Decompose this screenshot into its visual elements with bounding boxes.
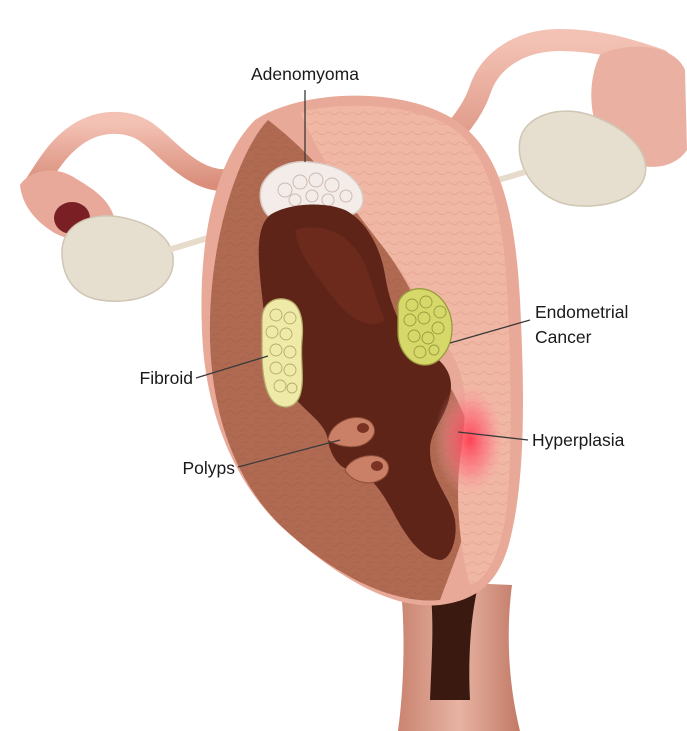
polyp-lower-tip <box>371 461 383 471</box>
label-fibroid: Fibroid <box>140 368 194 388</box>
polyp-upper-tip <box>357 423 369 433</box>
label-endometrial-line2: Cancer <box>535 327 592 347</box>
left-ovary-ligament <box>168 238 208 250</box>
label-endometrial-line1: Endometrial <box>535 302 628 322</box>
label-adenomyoma: Adenomyoma <box>251 64 359 84</box>
label-polyps: Polyps <box>182 458 235 478</box>
hyperplasia <box>434 382 506 498</box>
left-ovary <box>62 216 173 301</box>
label-hyperplasia: Hyperplasia <box>532 430 625 450</box>
